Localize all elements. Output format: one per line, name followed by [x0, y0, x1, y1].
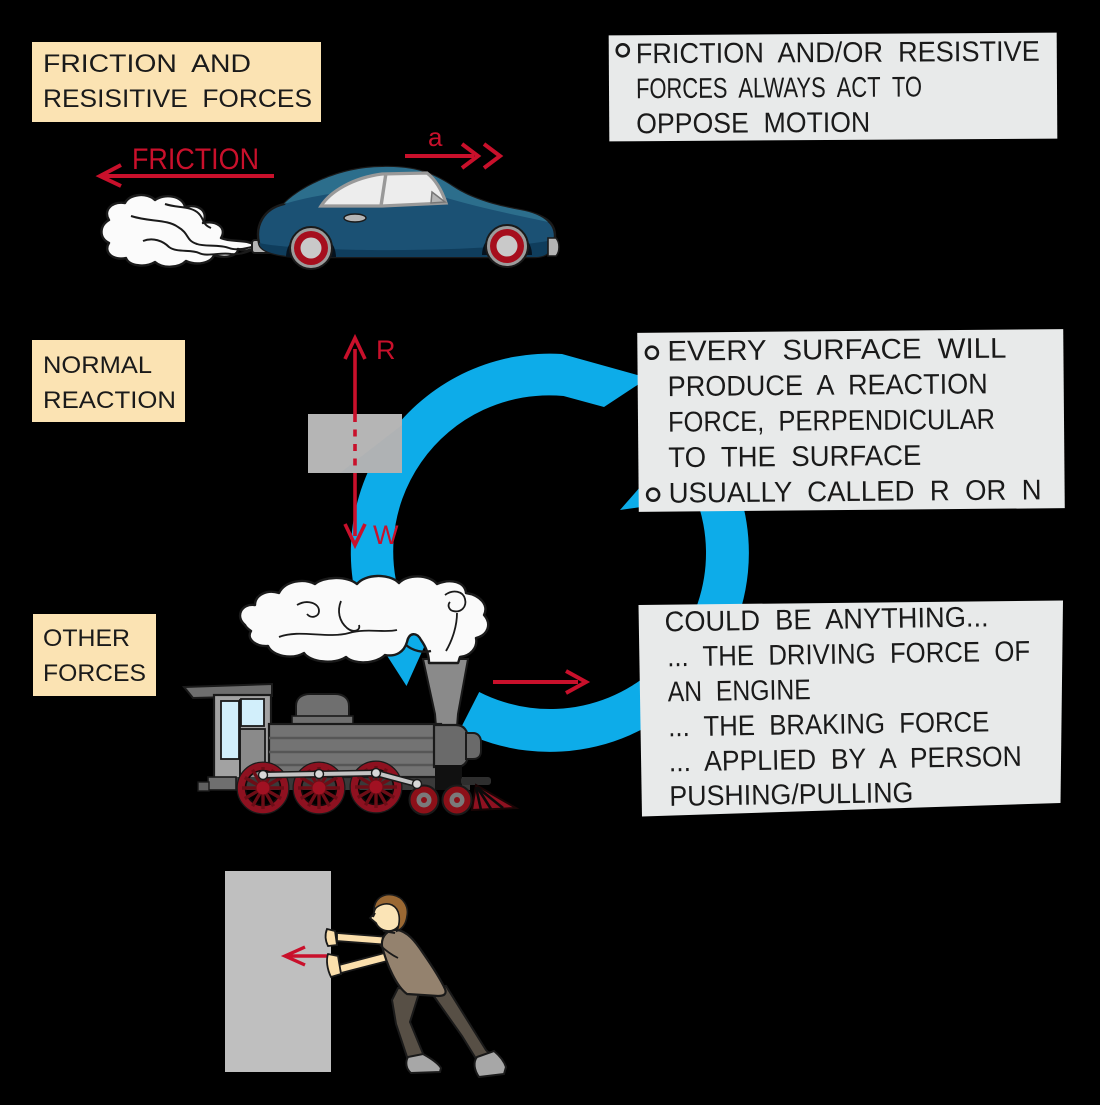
svg-text:PUSHING/PULLING: PUSHING/PULLING — [669, 777, 913, 813]
svg-text:W: W — [373, 520, 399, 550]
svg-text:FRICTION AND: FRICTION AND — [43, 50, 251, 78]
svg-text:OTHER: OTHER — [43, 625, 130, 652]
svg-text:R: R — [376, 335, 396, 365]
svg-text:TO THE SURFACE: TO THE SURFACE — [668, 440, 921, 474]
svg-text:a: a — [428, 122, 443, 152]
svg-text:AN ENGINE: AN ENGINE — [667, 674, 810, 708]
svg-text:... THE DRIVING FORCE OF: ... THE DRIVING FORCE OF — [667, 636, 1030, 674]
svg-text:... APPLIED BY A PERSON: ... APPLIED BY A PERSON — [669, 741, 1022, 779]
svg-text:FRICTION: FRICTION — [132, 143, 259, 176]
svg-text:EVERY SURFACE WILL: EVERY SURFACE WILL — [667, 333, 1006, 368]
svg-text:OPPOSE MOTION: OPPOSE MOTION — [636, 107, 870, 140]
svg-text:NORMAL: NORMAL — [43, 352, 152, 379]
svg-text:REACTION: REACTION — [43, 387, 176, 414]
svg-text:COULD BE ANYTHING...: COULD BE ANYTHING... — [664, 601, 988, 638]
svg-text:FRICTION AND/OR RESISTIVE: FRICTION AND/OR RESISTIVE — [636, 36, 1040, 70]
svg-text:RESISITIVE FORCES: RESISITIVE FORCES — [43, 85, 312, 113]
svg-text:FORCES: FORCES — [43, 660, 146, 687]
svg-text:USUALLY CALLED R OR N: USUALLY CALLED R OR N — [668, 474, 1041, 509]
svg-text:... THE BRAKING FORCE: ... THE BRAKING FORCE — [668, 706, 989, 743]
svg-text:FORCE, PERPENDICULAR: FORCE, PERPENDICULAR — [668, 404, 995, 439]
svg-text:FORCES ALWAYS ACT TO: FORCES ALWAYS ACT TO — [636, 71, 922, 105]
svg-text:PRODUCE A REACTION: PRODUCE A REACTION — [668, 368, 988, 403]
